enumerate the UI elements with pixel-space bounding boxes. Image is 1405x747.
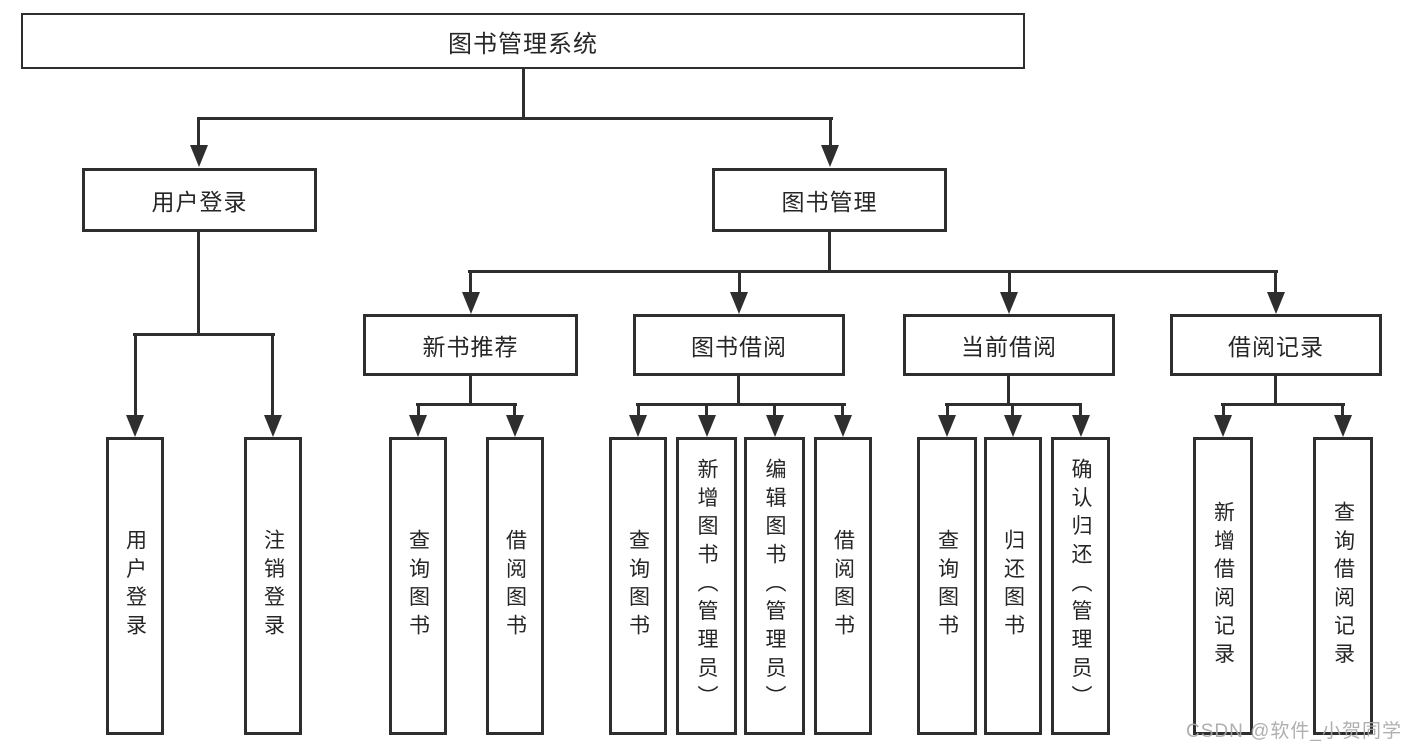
arrow-to-leaf-logout	[264, 415, 282, 437]
arrow-records-leaf-2	[1334, 415, 1352, 437]
connector-userlogin-hline	[133, 333, 275, 336]
node-borrow-records: 借阅记录	[1170, 314, 1382, 376]
connector-bookmgmt-stub	[828, 232, 831, 273]
connector-recommend-drop-1	[417, 403, 420, 417]
connector-bookmgmt-drop-3	[1008, 270, 1011, 294]
connector-userlogin-drop-1	[134, 333, 137, 417]
connector-current-drop-2	[1011, 403, 1014, 417]
node-current-borrow: 当前借阅	[903, 314, 1115, 376]
connector-records-stub	[1274, 376, 1277, 406]
connector-userlogin-stub	[197, 232, 200, 336]
leaf-records-add-record: 新增借阅记录	[1193, 437, 1253, 735]
connector-bookmgmt-hline	[468, 270, 1278, 273]
leaf-borrow-borrow-books: 借阅图书	[814, 437, 872, 735]
connector-recommend-hline	[416, 403, 517, 406]
connector-borrow-drop-4	[841, 403, 844, 417]
leaf-borrow-add-books-admin: 新增图书（管理员）	[676, 437, 737, 735]
leaf-user-login: 用户登录	[106, 437, 164, 735]
connector-root-stub	[522, 68, 525, 118]
arrow-borrow-leaf-2	[698, 415, 716, 437]
connector-records-drop-2	[1341, 403, 1344, 417]
connector-bookmgmt-drop-4	[1274, 270, 1277, 294]
arrow-borrow-leaf-3	[766, 415, 784, 437]
connector-borrow-drop-3	[773, 403, 776, 417]
connector-borrow-stub	[737, 376, 740, 406]
arrow-to-book-borrow	[730, 292, 748, 314]
node-book-management: 图书管理	[712, 168, 947, 232]
arrow-recommend-leaf-1	[409, 415, 427, 437]
connector-borrow-hline	[636, 403, 846, 406]
node-library-system: 图书管理系统	[21, 13, 1025, 69]
arrow-current-leaf-3	[1072, 415, 1090, 437]
node-book-borrow: 图书借阅	[633, 314, 845, 376]
arrow-borrow-leaf-1	[629, 415, 647, 437]
leaf-recommend-query-books: 查询图书	[389, 437, 447, 735]
leaf-borrow-query-books: 查询图书	[609, 437, 667, 735]
watermark: CSDN @软件_小贺同学	[1186, 721, 1402, 742]
node-new-book-recommend: 新书推荐	[363, 314, 578, 376]
connector-records-hline	[1221, 403, 1345, 406]
arrow-to-user-login	[190, 145, 208, 167]
arrow-to-leaf-user-login	[126, 415, 144, 437]
arrow-to-borrow-records	[1267, 292, 1285, 314]
leaf-borrow-edit-books-admin: 编辑图书（管理员）	[744, 437, 805, 735]
leaf-current-query-books: 查询图书	[917, 437, 977, 735]
connector-userlogin-drop-2	[271, 333, 274, 417]
connector-bookmgmt-drop-1	[469, 270, 472, 294]
arrow-records-leaf-1	[1214, 415, 1232, 437]
arrow-to-new-book-recommend	[462, 292, 480, 314]
connector-current-drop-1	[946, 403, 949, 417]
connector-records-drop-1	[1222, 403, 1225, 417]
connector-borrow-drop-2	[705, 403, 708, 417]
leaf-recommend-borrow-books: 借阅图书	[486, 437, 544, 735]
connector-bookmgmt-drop-2	[738, 270, 741, 294]
connector-root-hline	[197, 117, 833, 120]
connector-borrow-drop-1	[637, 403, 640, 417]
connector-current-drop-3	[1079, 403, 1082, 417]
arrow-to-current-borrow	[1000, 292, 1018, 314]
connector-current-stub	[1007, 376, 1010, 406]
leaf-logout: 注销登录	[244, 437, 302, 735]
arrow-to-book-management	[821, 145, 839, 167]
leaf-current-confirm-return-admin: 确认归还（管理员）	[1051, 437, 1110, 735]
arrow-borrow-leaf-4	[834, 415, 852, 437]
arrow-recommend-leaf-2	[506, 415, 524, 437]
node-user-login: 用户登录	[82, 168, 317, 232]
connector-recommend-drop-2	[513, 403, 516, 417]
arrow-current-leaf-1	[938, 415, 956, 437]
connector-root-drop-right	[829, 117, 832, 147]
leaf-current-return-books: 归还图书	[984, 437, 1042, 735]
arrow-current-leaf-2	[1004, 415, 1022, 437]
leaf-records-query-record: 查询借阅记录	[1313, 437, 1373, 735]
connector-recommend-stub	[469, 376, 472, 406]
connector-root-drop-left	[197, 117, 200, 147]
